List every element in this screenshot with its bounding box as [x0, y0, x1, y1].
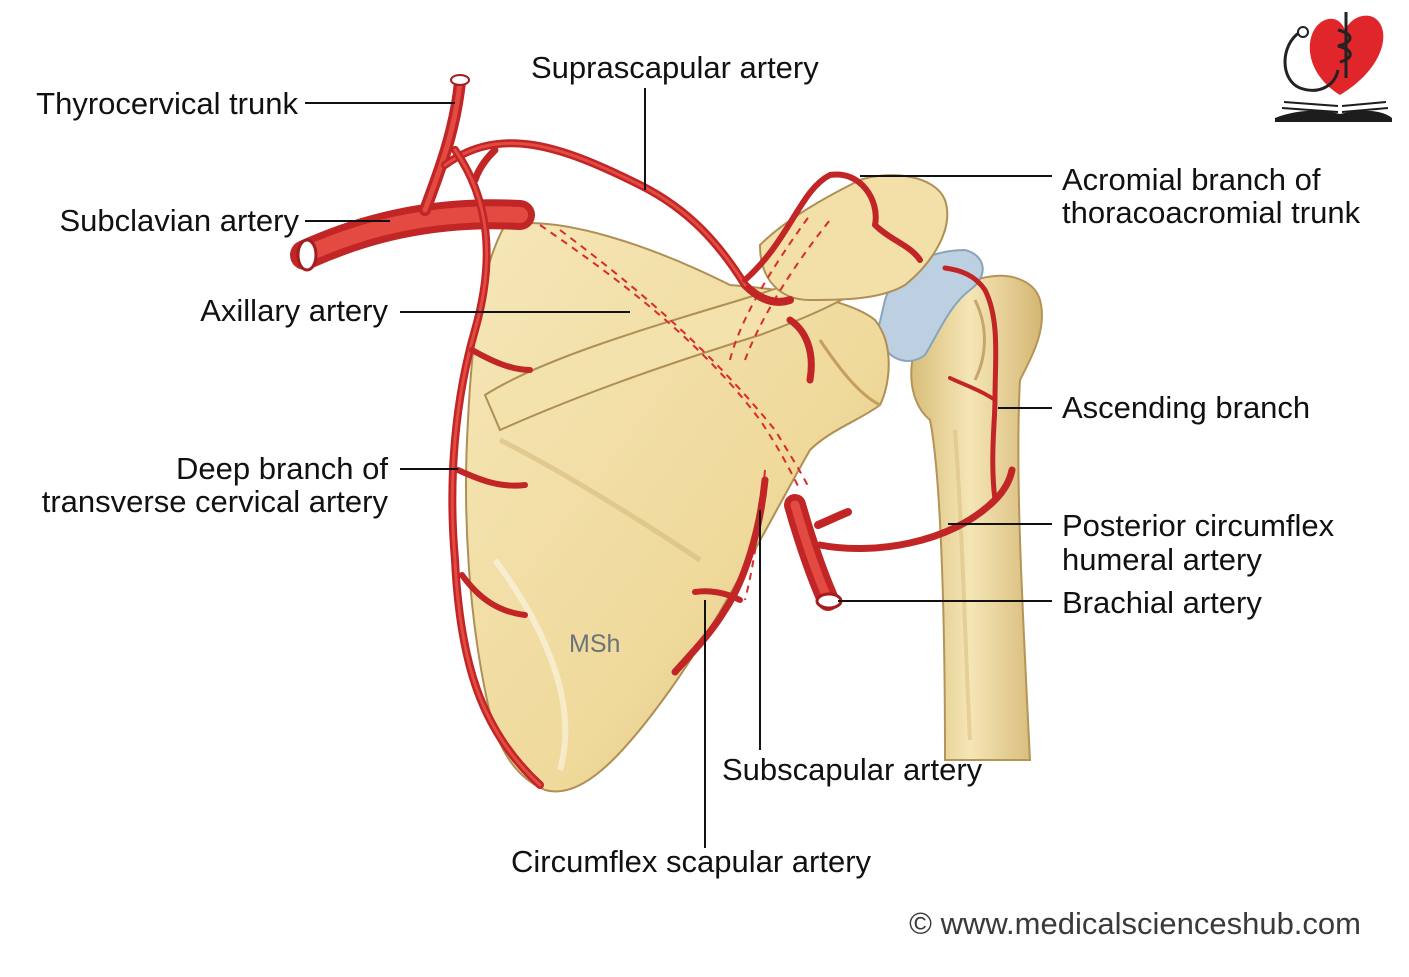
label-subscapular-artery: Subscapular artery: [722, 752, 983, 787]
rod-of-asclepius-icon: [1337, 12, 1352, 78]
open-book-icon: [1275, 110, 1392, 122]
posterior-circumflex-humeral-vessel: [816, 466, 1016, 553]
axillary-artery-vessel: [786, 316, 815, 384]
arteries: [290, 74, 1016, 789]
label-axillary-artery: Axillary artery: [200, 293, 388, 328]
watermark-text: MSh: [569, 630, 621, 658]
label-posterior-circumflex-line1: Posterior circumflex: [1062, 508, 1335, 543]
label-circumflex-scapular-artery: Circumflex scapular artery: [511, 844, 872, 879]
label-brachial-artery: Brachial artery: [1062, 585, 1262, 620]
label-suprascapular-artery: Suprascapular artery: [531, 50, 819, 85]
label-acromial-line2: thoracoacromial trunk: [1062, 195, 1361, 230]
label-ascending-branch: Ascending branch: [1062, 390, 1311, 425]
label-acromial-line1: Acromial branch of: [1062, 162, 1321, 197]
label-posterior-circumflex-line2: humeral artery: [1062, 542, 1262, 577]
label-deep-branch-line1: Deep branch of: [176, 451, 388, 486]
label-thyrocervical-trunk: Thyrocervical trunk: [36, 86, 298, 121]
heart-stethoscope-logo-icon: [1275, 12, 1392, 122]
copyright-text: © www.medicalscienceshub.com: [909, 906, 1361, 941]
label-subclavian-artery: Subclavian artery: [59, 203, 299, 238]
scapula-bone: [465, 174, 949, 793]
ascending-branch-vessel: [942, 265, 999, 503]
label-deep-branch-line2: transverse cervical artery: [41, 484, 388, 519]
leader-lines: [305, 88, 1052, 848]
acromial-branch-vessel: [742, 171, 923, 283]
